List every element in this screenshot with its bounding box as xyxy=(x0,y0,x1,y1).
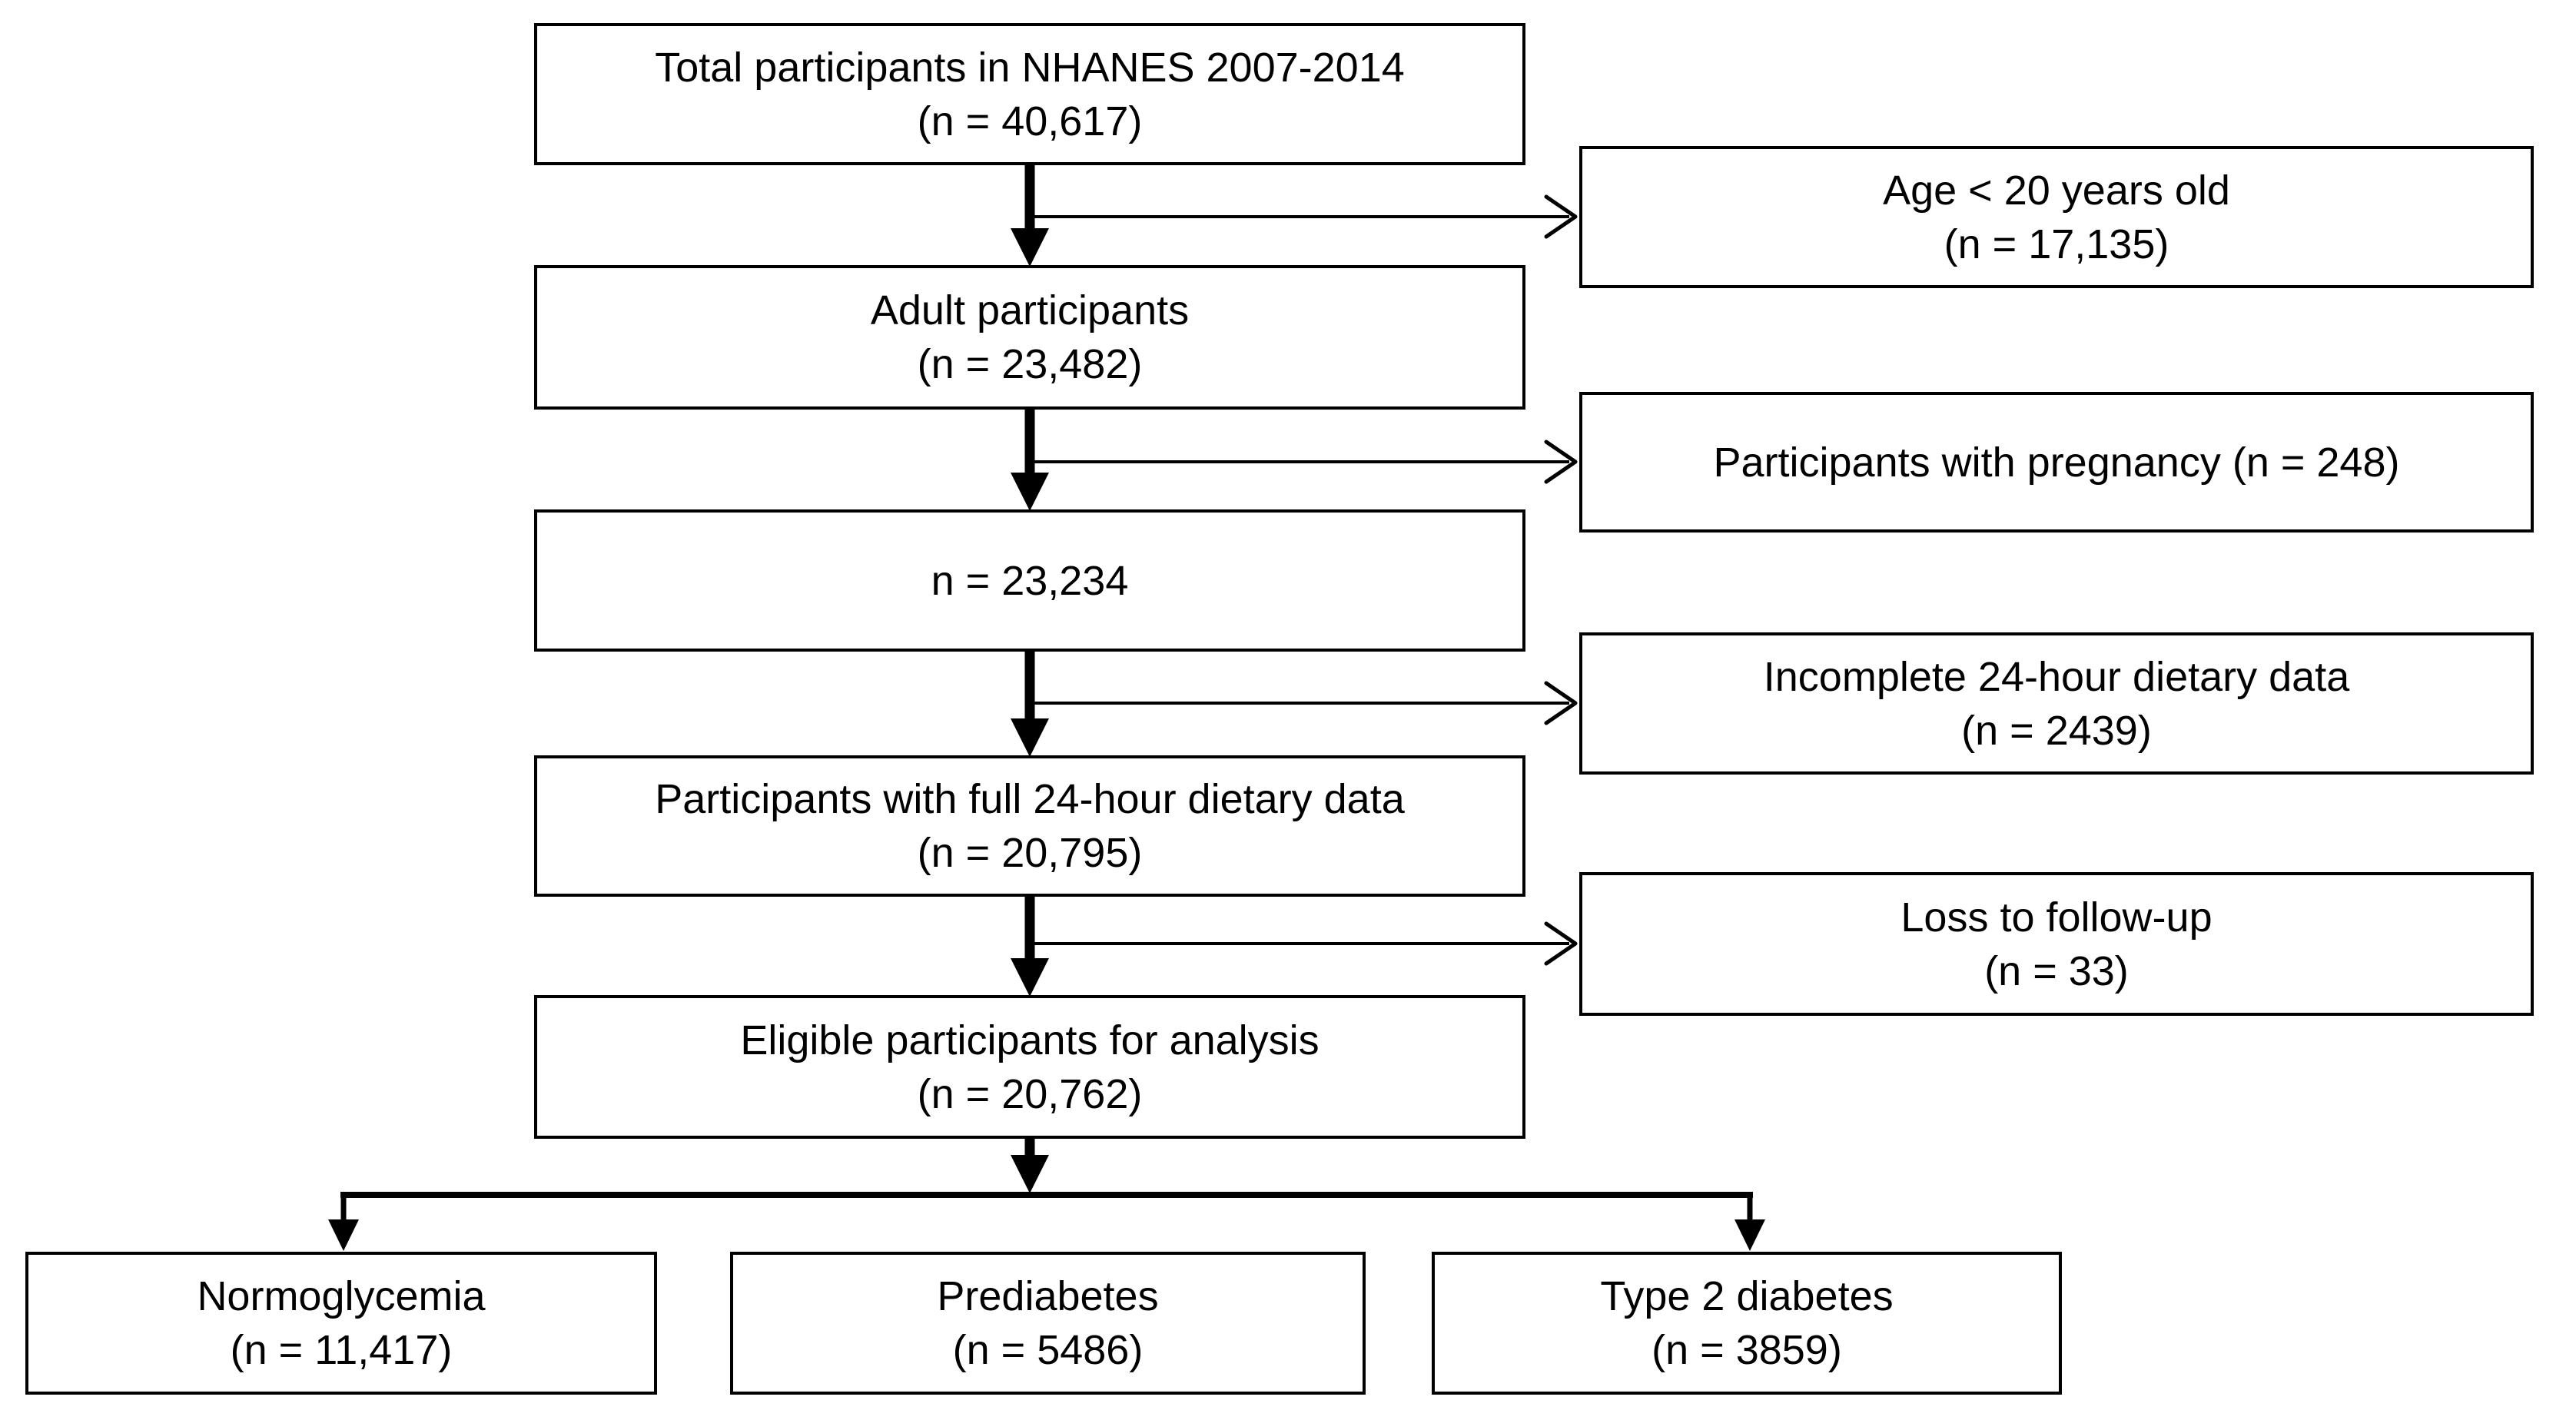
node-label: Type 2 diabetes xyxy=(1600,1273,1894,1319)
node-adult-participants: Adult participants (n = 23,482) xyxy=(534,265,1525,410)
arrowhead-n23234-to-fulldiet xyxy=(1011,718,1049,757)
node-excluded-followup: Loss to follow-up (n = 33) xyxy=(1579,872,2534,1016)
node-count: (n = 33) xyxy=(1984,947,2129,994)
node-type2-diabetes: Type 2 diabetes (n = 3859) xyxy=(1432,1252,2062,1395)
node-count: (n = 40,617) xyxy=(917,98,1143,144)
chevron-arrowhead-age-excluded xyxy=(1544,194,1578,239)
node-excluded-age: Age < 20 years old (n = 17,135) xyxy=(1579,146,2534,288)
arrowhead-total-to-adult xyxy=(1011,228,1049,267)
node-count: (n = 20,762) xyxy=(917,1070,1143,1117)
chevron-arrowhead-pregnancy-excluded xyxy=(1544,440,1578,484)
node-label: Participants with pregnancy (n = 248) xyxy=(1713,439,2400,486)
node-label: Loss to follow-up xyxy=(1900,894,2213,941)
chevron-arrowhead-dietary-excluded xyxy=(1544,681,1578,725)
node-label: Normoglycemia xyxy=(197,1273,486,1319)
arrowhead-eligible-to-split xyxy=(1011,1155,1049,1193)
node-normoglycemia: Normoglycemia (n = 11,417) xyxy=(25,1252,657,1395)
node-label: Eligible participants for analysis xyxy=(740,1017,1320,1063)
node-count: (n = 11,417) xyxy=(230,1327,453,1373)
node-excluded-pregnancy: Participants with pregnancy (n = 248) xyxy=(1579,392,2534,532)
node-full-dietary-data: Participants with full 24-hour dietary d… xyxy=(534,755,1525,897)
node-label: Adult participants xyxy=(870,287,1190,333)
node-count: (n = 5486) xyxy=(952,1327,1144,1373)
node-count: (n = 2439) xyxy=(1961,707,2152,754)
node-excluded-dietary: Incomplete 24-hour dietary data (n = 243… xyxy=(1579,632,2534,775)
node-count: (n = 23,482) xyxy=(917,341,1143,387)
node-prediabetes: Prediabetes (n = 5486) xyxy=(730,1252,1366,1395)
node-after-pregnancy-exclusion: n = 23,234 xyxy=(534,509,1525,652)
node-label: Incomplete 24-hour dietary data xyxy=(1763,653,2350,700)
node-label: Participants with full 24-hour dietary d… xyxy=(655,776,1405,822)
arrowhead-fulldiet-to-eligible xyxy=(1011,958,1049,997)
arrowhead-split-to-type2-diabetes xyxy=(1734,1219,1765,1251)
node-label: Total participants in NHANES 2007-2014 xyxy=(655,44,1405,91)
node-count: (n = 3859) xyxy=(1651,1327,1842,1373)
node-count: (n = 20,795) xyxy=(917,830,1143,876)
node-count: n = 23,234 xyxy=(931,557,1129,604)
node-label: Age < 20 years old xyxy=(1883,167,2230,214)
arrowhead-adult-to-n23234 xyxy=(1011,473,1049,511)
node-count: (n = 17,135) xyxy=(1944,221,2169,267)
chevron-arrowhead-followup-excluded xyxy=(1544,921,1578,966)
arrowhead-split-to-normoglycemia xyxy=(328,1219,359,1251)
node-eligible-participants: Eligible participants for analysis (n = … xyxy=(534,995,1525,1139)
node-total-participants: Total participants in NHANES 2007-2014 (… xyxy=(534,23,1525,165)
node-label: Prediabetes xyxy=(937,1273,1159,1319)
